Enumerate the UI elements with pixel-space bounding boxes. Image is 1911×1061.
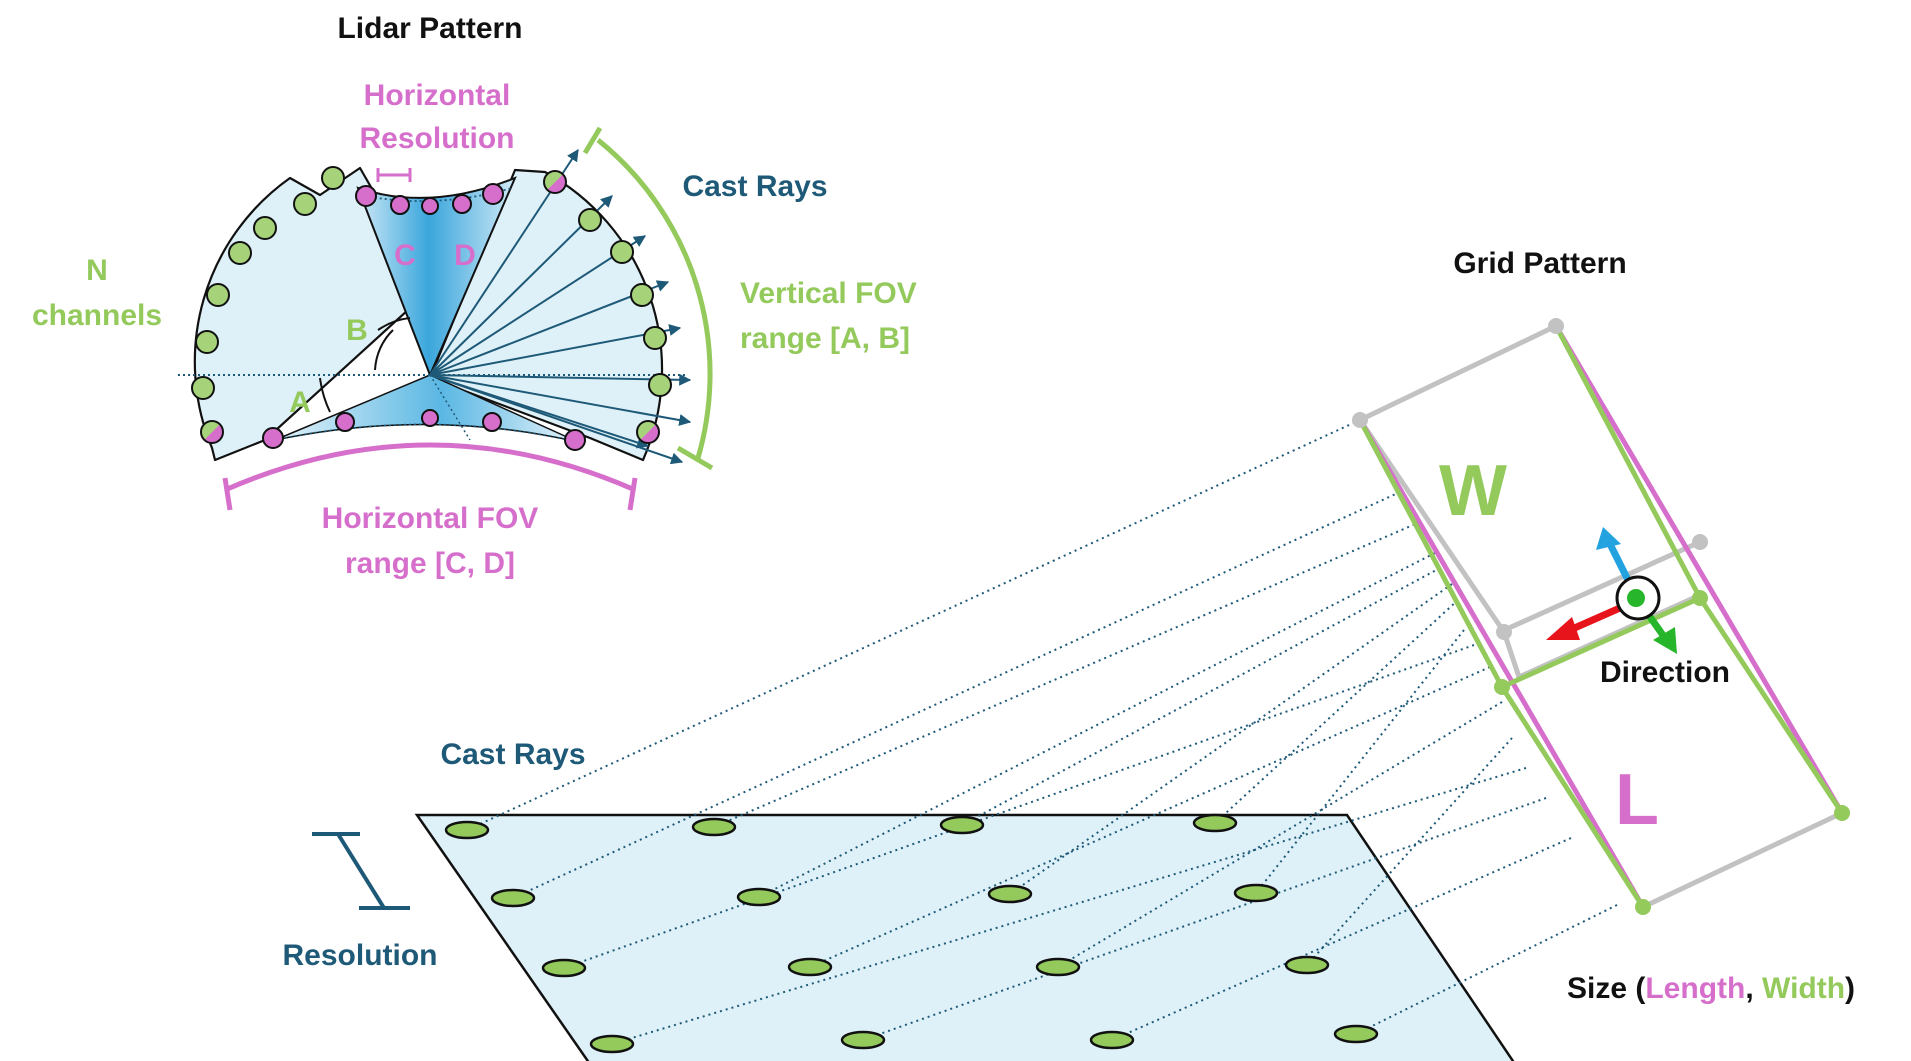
horizontal-fov-label-1: Horizontal FOV [322,502,539,535]
horizontal-fov-bracket [222,442,638,511]
angle-b-arc-lower [374,329,394,371]
angle-b-arc [377,317,411,331]
resolution-label: Resolution [283,939,438,972]
w-label: W [1439,451,1507,531]
direction-axes [1546,527,1677,654]
size-comma: , [1745,972,1762,1005]
vertical-fov-bracket [582,126,714,471]
size-label: Size (Length, Width) [1567,972,1855,1005]
vertical-fov-label-1: Vertical FOV [740,277,917,310]
l-label: L [1615,760,1659,840]
channel-dots [191,166,672,400]
lidar-pattern: Lidar Pattern [32,12,917,580]
lidar-lower-dotted-arc [274,423,579,443]
size-width: Width [1762,972,1845,1005]
angle-d-label: D [454,239,476,272]
ground-plane [414,813,1515,1061]
horizontal-resolution-label-1: Horizontal [364,79,511,112]
horizontal-resolution-label-2: Resolution [360,122,515,155]
n-channels-label-1: N [86,254,108,287]
size-suffix: ) [1845,972,1855,1005]
mixed-dots [200,170,660,444]
resolution-bracket [312,832,410,910]
horizontal-resolution-bracket [376,168,412,182]
angle-b-label: B [346,314,368,347]
grid-cast-rays [466,419,1618,1045]
grid-vertices-gray [1352,318,1708,640]
horizontal-dots [262,183,586,451]
grid-pattern: Grid Pattern [283,247,1855,1061]
ground-dots [444,813,1379,1054]
angle-a-label: A [289,386,311,419]
angle-a-arc [319,377,331,413]
grid-vertices-green [1494,590,1850,915]
grid-cast-rays-label: Cast Rays [440,738,585,771]
size-prefix: Size ( [1567,972,1645,1005]
lidar-pattern-title: Lidar Pattern [337,12,522,45]
n-channels-label-2: channels [32,299,162,332]
axis-origin-dot [1627,589,1645,607]
direction-label: Direction [1600,656,1730,689]
angle-c-label: C [394,239,416,272]
lidar-cast-rays [429,148,692,465]
horizontal-fov-label-2: range [C, D] [345,547,515,580]
grid-pattern-title: Grid Pattern [1453,247,1626,280]
grid-box-width [1357,323,1845,910]
grid-box-length [1357,323,1845,910]
size-length: Length [1645,972,1745,1005]
vertical-fov-label-2: range [A, B] [740,322,910,355]
lidar-cast-rays-label: Cast Rays [682,170,827,203]
